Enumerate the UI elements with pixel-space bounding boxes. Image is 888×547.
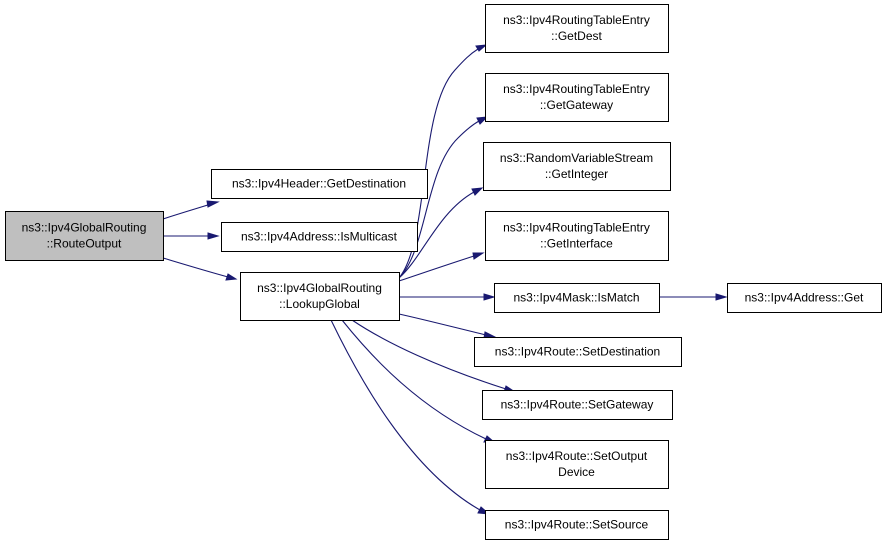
node-box <box>494 283 660 313</box>
call-edge-is_match-to-address_get <box>659 293 728 301</box>
call-edge-lookup_global-to-set_source <box>330 319 491 515</box>
edge-line <box>398 255 475 282</box>
node-box <box>485 440 669 489</box>
node-label-line: ns3::Ipv4Route::SetOutput <box>506 449 648 463</box>
call-edge-route_output-to-is_multicast <box>163 232 220 240</box>
call-edge-lookup_global-to-set_destination <box>398 313 497 339</box>
node-address-get[interactable]: ns3::Ipv4Address::Get <box>727 283 882 313</box>
node-label-line: ::GetGateway <box>540 98 613 112</box>
edge-line <box>398 191 475 279</box>
node-box <box>482 390 673 420</box>
node-is-multicast[interactable]: ns3::Ipv4Address::IsMulticast <box>221 222 418 252</box>
node-label-line: ns3::Ipv4Route::SetGateway <box>501 398 654 412</box>
node-label-line: ::RouteOutput <box>47 237 122 251</box>
arrowhead-icon <box>715 293 728 301</box>
node-is-match[interactable]: ns3::Ipv4Mask::IsMatch <box>494 283 660 313</box>
call-edge-lookup_global-to-is_match <box>399 293 496 301</box>
arrowhead-icon <box>483 293 496 301</box>
arrowhead-icon <box>472 252 485 260</box>
arrowhead-icon <box>471 187 484 196</box>
node-label-line: ns3::Ipv4RoutingTableEntry <box>503 221 650 235</box>
call-edges <box>162 44 728 515</box>
node-lookup-global[interactable]: ns3::Ipv4GlobalRouting::LookupGlobal <box>240 272 400 321</box>
node-label-line: ns3::Ipv4RoutingTableEntry <box>503 13 650 27</box>
call-edge-lookup_global-to-set_output_device <box>341 319 496 443</box>
node-label-line: ::LookupGlobal <box>279 297 360 311</box>
edge-line <box>351 319 507 390</box>
node-get-integer[interactable]: ns3::RandomVariableStream::GetInteger <box>483 142 671 191</box>
node-entry-get-dest[interactable]: ns3::Ipv4RoutingTableEntry::GetDest <box>485 4 669 53</box>
node-label-line: ns3::Ipv4Header::GetDestination <box>232 177 406 191</box>
node-set-gateway[interactable]: ns3::Ipv4Route::SetGateway <box>482 390 673 420</box>
node-box <box>211 169 428 199</box>
node-label-line: Device <box>558 465 595 479</box>
node-box <box>485 73 669 122</box>
node-box <box>727 283 882 313</box>
node-label-line: ns3::Ipv4Route::SetDestination <box>495 345 660 359</box>
edge-line <box>162 257 229 278</box>
node-label-line: ns3::Ipv4Route::SetSource <box>505 518 649 532</box>
node-get-destination[interactable]: ns3::Ipv4Header::GetDestination <box>211 169 428 199</box>
edge-line <box>398 313 487 336</box>
node-label-line: ::GetInteger <box>545 167 608 181</box>
arrowhead-icon <box>476 116 489 125</box>
arrowhead-icon <box>206 200 220 208</box>
node-label-line: ns3::Ipv4GlobalRouting <box>22 221 147 235</box>
call-edge-route_output-to-get_destination <box>162 200 220 220</box>
node-label-line: ns3::Ipv4Address::IsMulticast <box>241 230 398 244</box>
node-label-line: ns3::Ipv4Mask::IsMatch <box>513 291 639 305</box>
arrowhead-icon <box>225 273 238 281</box>
node-label-line: ns3::RandomVariableStream <box>500 151 653 165</box>
node-box <box>5 211 164 261</box>
node-route-output[interactable]: ns3::Ipv4GlobalRouting::RouteOutput <box>5 211 164 261</box>
node-box <box>221 222 418 252</box>
call-edge-lookup_global-to-get_integer <box>398 187 484 279</box>
node-box <box>485 211 669 261</box>
node-set-destination[interactable]: ns3::Ipv4Route::SetDestination <box>474 337 682 367</box>
node-label-line: ns3::Ipv4RoutingTableEntry <box>503 82 650 96</box>
node-box <box>474 337 682 367</box>
node-box <box>485 510 669 540</box>
arrowhead-icon <box>207 232 220 240</box>
node-label-line: ns3::Ipv4GlobalRouting <box>257 281 382 295</box>
call-edge-lookup_global-to-entry_get_interface <box>398 252 485 282</box>
node-box <box>485 4 669 53</box>
node-box <box>240 272 400 321</box>
node-set-source[interactable]: ns3::Ipv4Route::SetSource <box>485 510 669 540</box>
arrowhead-icon <box>475 44 488 52</box>
node-label-line: ns3::Ipv4Address::Get <box>745 291 864 305</box>
node-label-line: ::GetDest <box>551 29 602 43</box>
call-edge-route_output-to-lookup_global <box>162 257 238 281</box>
edge-line <box>341 319 487 440</box>
node-entry-get-gateway[interactable]: ns3::Ipv4RoutingTableEntry::GetGateway <box>485 73 669 122</box>
node-entry-get-interface[interactable]: ns3::Ipv4RoutingTableEntry::GetInterface <box>485 211 669 261</box>
edge-line <box>330 319 481 511</box>
node-box <box>483 142 671 191</box>
node-label-line: ::GetInterface <box>540 237 613 251</box>
call-nodes: ns3::Ipv4GlobalRouting::RouteOutputns3::… <box>5 4 882 540</box>
edge-line <box>162 203 212 220</box>
